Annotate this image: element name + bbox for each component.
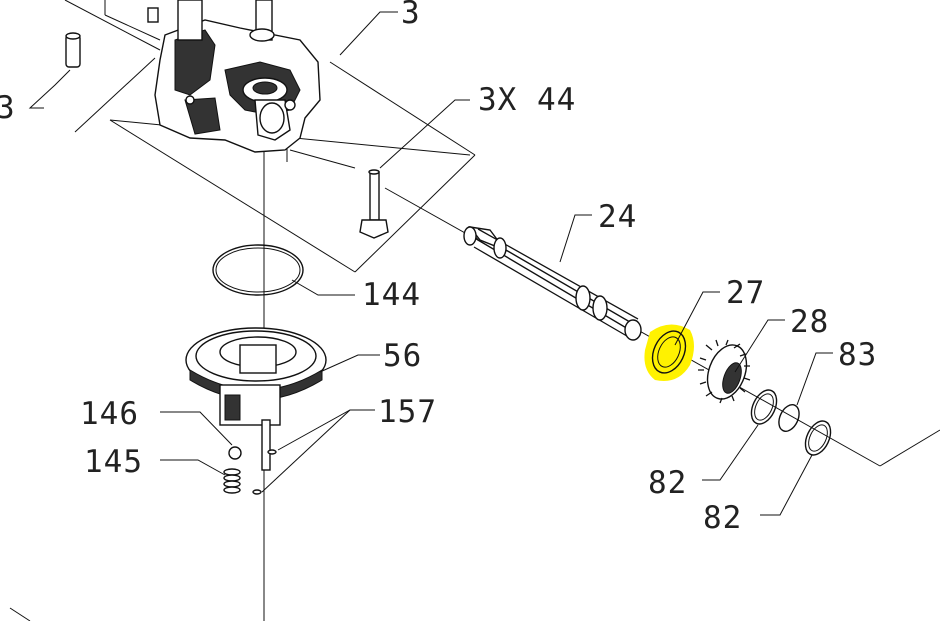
label-82-a: 82 [648,465,687,501]
pin-part [65,32,81,68]
washer-27-highlighted [644,324,694,381]
label-3x44: 3X 44 [478,82,576,118]
washer-82-b-inner [808,424,828,452]
o-ring-inner [215,247,301,293]
leader-lines [28,11,833,516]
axis-end-line [879,429,940,467]
shaft-part [463,226,642,341]
o-ring-part [212,244,304,296]
label-146: 146 [80,396,139,432]
highlight-mark [644,324,694,381]
gear-part [698,339,751,404]
label-145: 145 [84,444,143,480]
retaining-ring-83 [778,404,800,432]
label-144: 144 [362,277,421,313]
label-157: 157 [378,394,437,430]
ball-part [228,446,242,460]
label-83: 83 [838,337,877,373]
label-28: 28 [790,304,829,340]
label-27: 27 [726,275,765,311]
label-24: 24 [598,199,637,235]
label-56: 56 [383,338,422,374]
corner-line [9,607,31,621]
spring-part [223,468,241,494]
label-3-left: 3 [0,90,16,126]
label-3-top: 3 [401,0,421,31]
washer-82-a [750,389,778,425]
bolt-part [359,169,389,239]
label-82-b: 82 [703,500,742,536]
gearbox-housing [147,0,321,153]
washer-82-b [804,420,832,456]
washer-82-a-inner [754,393,774,421]
small-washer-a [267,449,277,455]
small-washer-b [252,489,262,495]
cover-plate-part [185,327,327,471]
